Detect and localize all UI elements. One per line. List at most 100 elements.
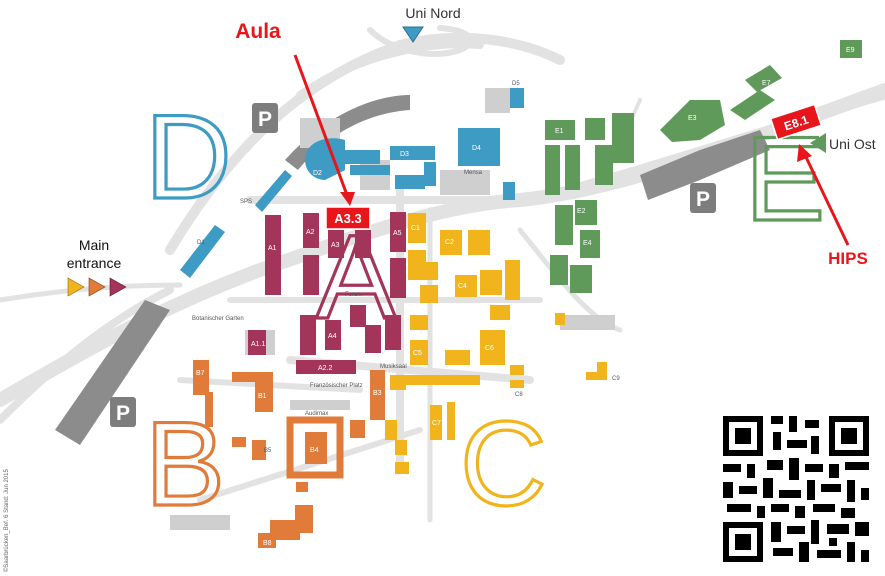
- building-b6: [232, 437, 246, 447]
- svg-text:C5: C5: [413, 350, 422, 357]
- building-b5: [252, 440, 266, 460]
- hips-arrowhead-icon: [797, 144, 812, 162]
- aula-callout[interactable]: Aula A3.3: [235, 20, 371, 230]
- building-a5: [385, 315, 401, 350]
- svg-text:E4: E4: [583, 240, 592, 247]
- svg-text:Main: Main: [79, 237, 109, 253]
- building-e1: [565, 145, 580, 190]
- grey-building: [485, 88, 510, 113]
- svg-text:C6: C6: [485, 345, 494, 352]
- entrance-arrow-icon: [88, 277, 106, 297]
- building-c3: [420, 285, 438, 303]
- building-e9: [840, 40, 862, 58]
- building-c5: [410, 340, 428, 365]
- building-d4: [458, 128, 500, 166]
- svg-text:A4: A4: [328, 333, 337, 340]
- parking-sign: P: [690, 183, 716, 213]
- building-d3: [424, 162, 436, 186]
- building-c4: [480, 270, 502, 295]
- building-d1: [180, 225, 225, 278]
- building-d2: [305, 138, 345, 180]
- grey-building: [440, 170, 490, 195]
- zone-c-buildings: [385, 213, 607, 474]
- building-e8-1-highlight: [769, 103, 823, 141]
- svg-text:B5: B5: [264, 448, 272, 454]
- building-c9: [586, 372, 600, 380]
- svg-text:A1.1: A1.1: [251, 341, 266, 348]
- zone-letter-b: B: [145, 397, 225, 531]
- building-a5: [390, 212, 406, 252]
- svg-text:Audimax: Audimax: [305, 411, 328, 417]
- svg-text:D3: D3: [400, 151, 409, 158]
- aula-arrowhead-icon: [340, 192, 355, 206]
- zone-d-labels: D2 D3 D4 D1 Mensa SPS D5: [197, 81, 520, 246]
- svg-text:C2: C2: [445, 239, 454, 246]
- svg-text:A2: A2: [306, 229, 315, 236]
- zone-d-buildings: [180, 88, 524, 278]
- hips-callout[interactable]: E8.1 HIPS: [769, 103, 868, 268]
- building-e1: [595, 145, 613, 185]
- building-e2: [575, 200, 597, 225]
- building-e1: [585, 118, 605, 140]
- building-c4: [505, 260, 520, 300]
- svg-text:C8: C8: [515, 392, 523, 398]
- main-entrance[interactable]: Main entrance: [67, 237, 127, 297]
- svg-text:E3: E3: [688, 115, 697, 122]
- building-b6: [205, 392, 213, 427]
- svg-text:E1: E1: [555, 128, 564, 135]
- parking-sign: P: [252, 103, 278, 133]
- parking-lot-east: [640, 130, 770, 200]
- svg-text:Uni Ost: Uni Ost: [829, 136, 876, 152]
- svg-text:B4: B4: [310, 447, 319, 454]
- building-c7: [395, 462, 409, 474]
- svg-text:B8: B8: [263, 540, 272, 547]
- building-c7: [385, 420, 397, 440]
- zone-letter-c: C: [460, 397, 547, 531]
- svg-text:B1: B1: [258, 393, 267, 400]
- building-a2: [300, 315, 316, 355]
- building-c8: [510, 380, 524, 388]
- building-b8: [270, 520, 300, 540]
- building-b8: [295, 505, 313, 533]
- svg-text:A2.2: A2.2: [318, 365, 333, 372]
- svg-text:C1: C1: [411, 225, 420, 232]
- svg-text:D1: D1: [197, 240, 205, 246]
- building-a5: [390, 258, 406, 298]
- svg-text:A5: A5: [393, 230, 402, 237]
- svg-text:SPS: SPS: [240, 199, 252, 205]
- svg-text:A1: A1: [268, 245, 277, 252]
- map-credit: ©Saarbrücken_Bef. 6 Stand: Jun 2015: [3, 469, 10, 572]
- building-a2-2: [296, 360, 356, 374]
- entrance-arrow-icon: [109, 277, 127, 297]
- building-e3: [660, 100, 725, 142]
- building-c6: [480, 330, 505, 365]
- exit-uni-nord[interactable]: Uni Nord: [402, 5, 461, 43]
- building-c4: [455, 275, 477, 297]
- svg-text:entrance: entrance: [67, 255, 122, 271]
- building-b7: [193, 360, 209, 395]
- building-d2: [350, 165, 390, 175]
- entrance-arrow-icon: [67, 277, 85, 297]
- building-c7: [430, 405, 442, 440]
- building-e2: [550, 255, 568, 285]
- hips-label: HIPS: [828, 249, 868, 268]
- building-d5: [510, 88, 524, 108]
- building-b4: [286, 416, 344, 479]
- building-c6: [490, 305, 510, 320]
- building-b3: [370, 370, 385, 420]
- building-a3: [355, 230, 371, 258]
- exit-uni-ost[interactable]: Uni Ost: [810, 133, 876, 153]
- building-b4: [305, 432, 327, 464]
- svg-text:A3.3: A3.3: [334, 211, 361, 226]
- svg-text:C4: C4: [458, 283, 467, 290]
- aula-arrow: [293, 54, 349, 196]
- parking-lot-north: [285, 95, 410, 170]
- grey-building: [560, 315, 615, 330]
- svg-text:P: P: [258, 108, 272, 131]
- building-a1: [248, 330, 266, 355]
- building-b4: [296, 482, 308, 492]
- building-c1: [408, 213, 426, 243]
- building-c2: [468, 230, 490, 255]
- building-e1: [612, 113, 634, 163]
